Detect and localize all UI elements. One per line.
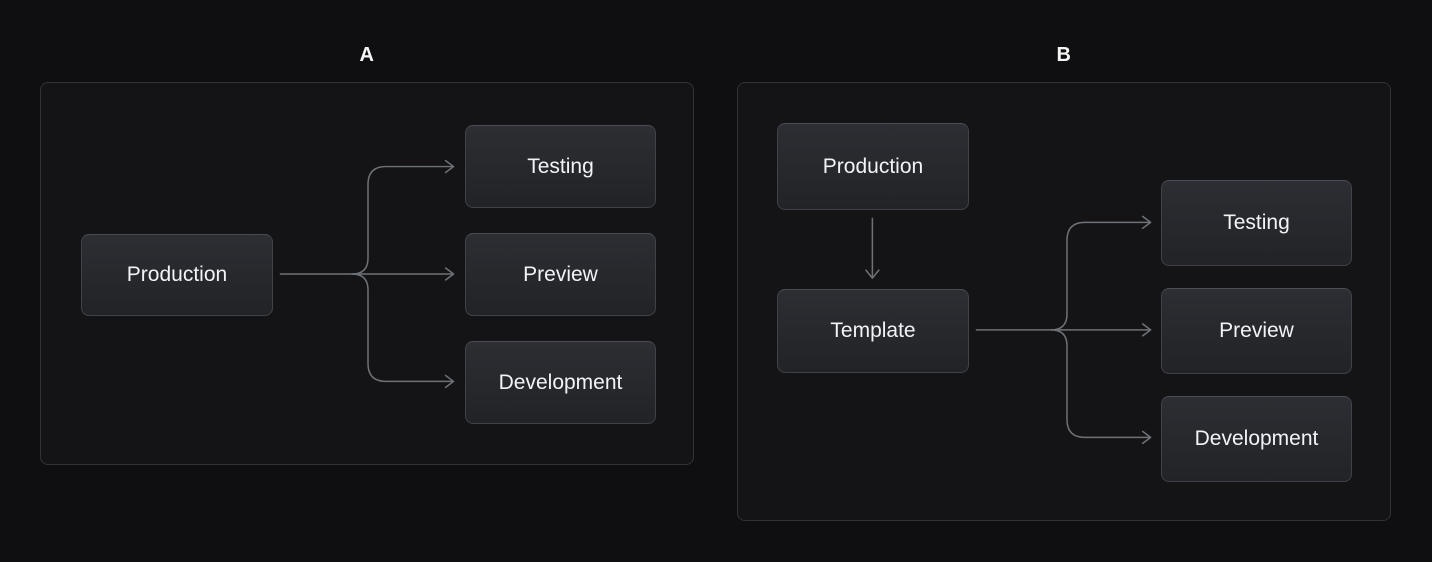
edge-production-development xyxy=(351,273,455,389)
edge-production-template xyxy=(865,217,880,279)
arrowhead-icon xyxy=(1141,323,1152,337)
node-development-b: Development xyxy=(1161,396,1352,482)
panel-b-label: B xyxy=(1056,44,1072,66)
node-preview-b: Preview xyxy=(1161,288,1352,374)
edge-production-preview xyxy=(279,267,455,281)
edge-template-preview xyxy=(975,323,1152,337)
arrowhead-icon xyxy=(444,159,455,174)
node-testing-b: Testing xyxy=(1161,180,1352,266)
arrowhead-icon xyxy=(1141,430,1152,445)
node-production-b: Production xyxy=(777,123,969,210)
arrowhead-icon xyxy=(444,267,455,281)
node-testing-a: Testing xyxy=(465,125,656,208)
arrowhead-icon xyxy=(1141,215,1152,230)
diagram-panel-a: Production Testing Preview Development xyxy=(40,82,694,465)
node-preview-a: Preview xyxy=(465,233,656,316)
arrowhead-icon xyxy=(444,374,455,389)
node-development-a: Development xyxy=(465,341,656,424)
edge-production-testing xyxy=(351,159,455,275)
edge-template-testing xyxy=(1050,215,1152,331)
edge-template-development xyxy=(1050,329,1152,445)
diagram-panel-b: Production Template Testing Preview Deve… xyxy=(737,82,1391,521)
node-production-a: Production xyxy=(81,234,273,316)
panel-a-label: A xyxy=(359,44,375,66)
arrowhead-icon xyxy=(865,269,880,279)
node-template-b: Template xyxy=(777,289,969,373)
